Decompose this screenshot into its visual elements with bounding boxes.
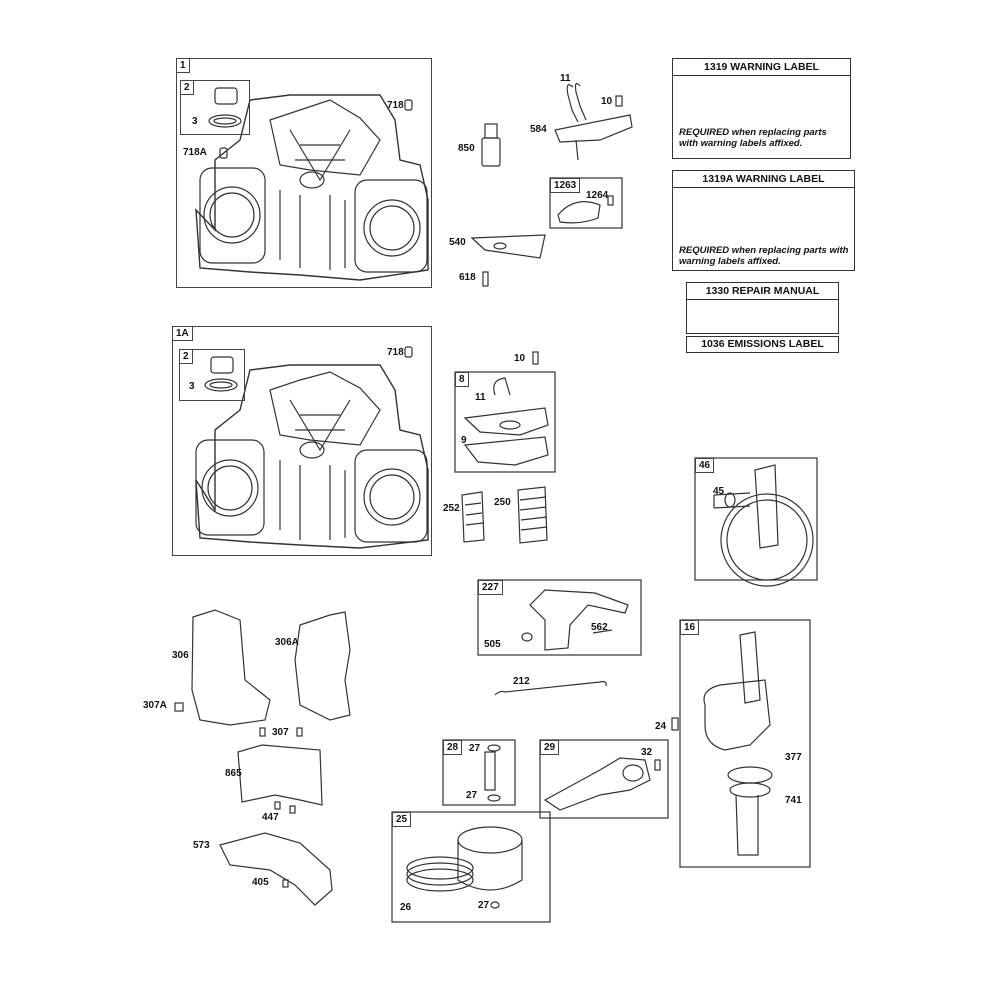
assembly-box-2b [179,349,245,401]
callout-26[interactable]: 26 [400,902,412,913]
callout-1a[interactable]: 1A [172,326,193,341]
callout-46[interactable]: 46 [695,458,715,473]
callout-741[interactable]: 741 [785,795,802,806]
callout-307[interactable]: 307 [272,727,289,738]
callout-377[interactable]: 377 [785,752,802,763]
warning-label-1319-panel: 1319 WARNING LABEL REQUIRED when replaci… [672,58,851,159]
warning-label-1319a-note: REQUIRED when replacing parts with warni… [679,245,849,267]
warning-label-1319-note: REQUIRED when replacing parts with warni… [679,127,827,149]
callout-306a[interactable]: 306A [275,637,299,648]
callout-27[interactable]: 27 [466,790,478,801]
callout-1264[interactable]: 1264 [586,190,609,201]
callout-27[interactable]: 27 [478,900,490,911]
callout-10[interactable]: 10 [601,96,613,107]
callout-27[interactable]: 27 [469,743,481,754]
callout-227[interactable]: 227 [478,580,503,595]
callout-573[interactable]: 573 [193,840,210,851]
callout-28[interactable]: 28 [443,740,463,755]
callout-3[interactable]: 3 [189,381,195,392]
callout-25[interactable]: 25 [392,812,412,827]
callout-718[interactable]: 718 [387,100,404,111]
callout-718a[interactable]: 718A [183,147,207,158]
callout-9[interactable]: 9 [461,435,467,446]
callout-447[interactable]: 447 [262,812,279,823]
callout-252[interactable]: 252 [443,503,460,514]
callout-29[interactable]: 29 [540,740,560,755]
callout-212[interactable]: 212 [513,676,530,687]
assembly-box-1 [176,58,432,288]
callout-584[interactable]: 584 [530,124,547,135]
cylinder-block-1a-drawing [195,364,429,549]
callout-307a[interactable]: 307A [143,700,167,711]
callout-32[interactable]: 32 [641,747,653,758]
warning-sticker-header: WARNING [740,82,769,88]
callout-2[interactable]: 2 [179,349,193,364]
callout-10[interactable]: 10 [514,353,526,364]
assembly-box-2a [180,80,250,135]
callout-865[interactable]: 865 [225,768,242,779]
callout-11[interactable]: 11 [475,392,486,403]
callout-45[interactable]: 45 [713,486,725,497]
callout-250[interactable]: 250 [494,497,511,508]
warning-label-1319a-panel: 1319A WARNING LABEL REQUIRED when replac… [672,170,855,271]
callout-562[interactable]: 562 [591,622,608,633]
callout-505[interactable]: 505 [484,639,501,650]
warning-label-1319-title[interactable]: 1319 WARNING LABEL [673,59,850,76]
callout-1263[interactable]: 1263 [550,178,581,193]
callout-8[interactable]: 8 [455,372,469,387]
callout-1[interactable]: 1 [176,58,190,73]
callout-540[interactable]: 540 [449,237,466,248]
warning-label-1319a-title[interactable]: 1319A WARNING LABEL [673,171,854,188]
callout-3[interactable]: 3 [192,116,198,127]
callout-405[interactable]: 405 [252,877,269,888]
callout-306[interactable]: 306 [172,650,189,661]
callout-850[interactable]: 850 [458,143,475,154]
callout-718[interactable]: 718 [387,347,404,358]
repair-manual-title[interactable]: 1330 REPAIR MANUAL [687,283,838,300]
assembly-box-1a [172,326,432,556]
emissions-label-panel: 1036 EMISSIONS LABEL [686,336,839,353]
callout-11[interactable]: 11 [560,73,571,84]
cylinder-block-1-drawing [195,94,429,281]
callout-16[interactable]: 16 [680,620,700,635]
callout-2[interactable]: 2 [180,80,194,95]
callout-24[interactable]: 24 [655,721,667,732]
emissions-label-title[interactable]: 1036 EMISSIONS LABEL [701,338,824,350]
callout-618[interactable]: 618 [459,272,476,283]
repair-manual-panel: 1330 REPAIR MANUAL [686,282,839,334]
